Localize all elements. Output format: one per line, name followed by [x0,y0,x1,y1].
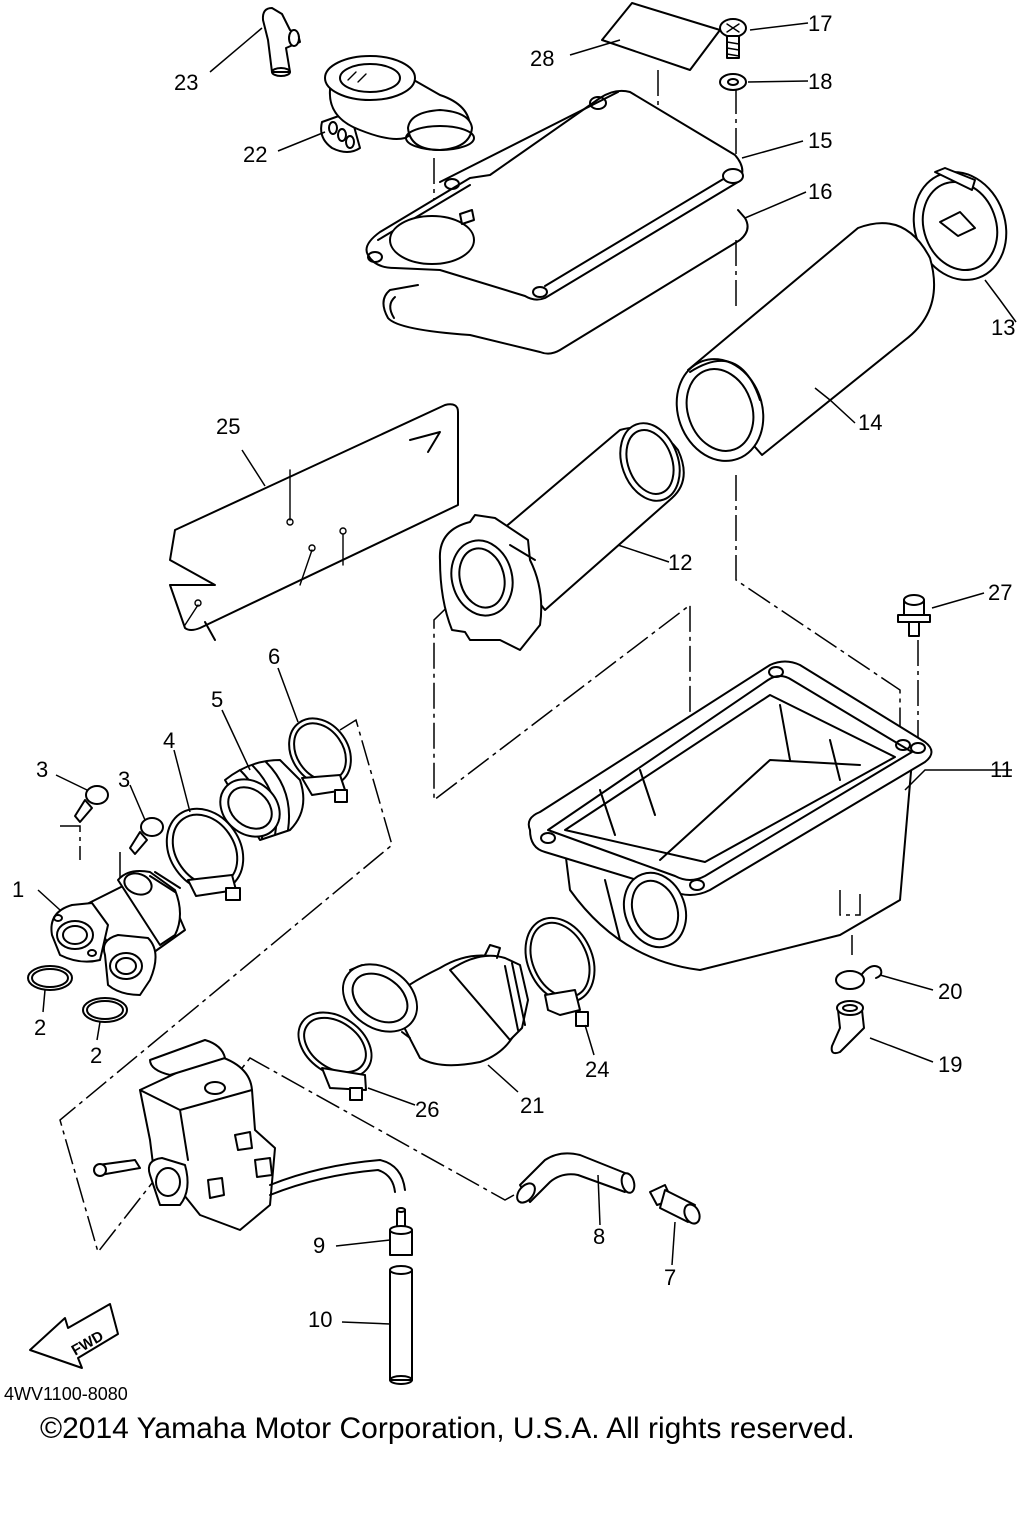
air-filter-part-14 [675,222,936,462]
callout-28: 28 [530,46,554,71]
airbox-cover-part-15 [365,89,744,301]
callout-3b: 3 [118,767,130,792]
bolt-part-27 [897,594,931,637]
clip-part-20 [835,965,883,990]
callout-3a: 3 [36,757,48,782]
bolt-part-3b [129,817,164,855]
callout-2b: 2 [90,1043,102,1068]
drain-part-19 [830,1000,865,1055]
fitting-part-9 [389,1207,413,1256]
callout-14: 14 [858,410,882,435]
assembly-lines [59,70,919,1254]
airbox-case-part-11 [527,660,933,971]
screw-part-17 [719,18,747,59]
hose-part-8 [516,1152,636,1204]
callout-labels: 1 2 2 3 3 4 5 6 7 8 9 10 11 12 13 14 15 … [12,11,1015,1332]
washer-part-18 [719,73,747,91]
heat-shield-part-25 [169,403,459,641]
callout-21: 21 [520,1093,544,1118]
plug-part-7 [649,1184,701,1225]
callout-5: 5 [211,687,223,712]
callout-17: 17 [808,11,832,36]
callout-23: 23 [174,70,198,95]
callout-15: 15 [808,128,832,153]
filter-guide-part-12 [438,422,685,651]
callout-18: 18 [808,69,832,94]
callout-13: 13 [991,315,1015,340]
callout-27: 27 [988,580,1012,605]
callout-19: 19 [938,1052,962,1077]
joint-part-22 [320,55,475,153]
oring-part-2a [27,965,73,991]
joint-part-5 [219,759,305,841]
callout-16: 16 [808,179,832,204]
callout-7: 7 [664,1265,676,1290]
callout-4: 4 [163,728,175,753]
callout-1: 1 [12,877,24,902]
callout-11: 11 [990,757,1013,782]
label-part-28 [601,2,721,71]
clamp-part-6 [288,717,352,803]
hose-part-10 [389,1265,413,1385]
diagram-code: 4WV1100-8080 [4,1384,128,1404]
callout-9: 9 [313,1233,325,1258]
callout-22: 22 [243,142,267,167]
callout-24: 24 [585,1057,609,1082]
carburetor-assembly [93,1039,406,1231]
clamp-part-4 [165,807,245,901]
callout-10: 10 [308,1307,332,1332]
leader-lines [37,22,1017,1325]
callout-20: 20 [938,979,962,1004]
callout-26: 26 [415,1097,439,1122]
bolt-part-3a [74,785,109,823]
callout-8: 8 [593,1224,605,1249]
callout-6: 6 [268,644,280,669]
callout-12: 12 [668,550,692,575]
breather-elbow-part-23 [261,7,301,77]
air-joint-part-21 [341,944,529,1067]
clamp-part-24 [524,916,596,1027]
gasket-part-16 [382,209,749,355]
copyright-notice: ©2014 Yamaha Motor Corporation, U.S.A. A… [40,1412,855,1445]
clamp-part-26 [297,1011,373,1101]
oring-part-2b [82,997,128,1023]
manifold-part-1 [50,870,186,996]
fwd-arrow-icon: FWD [29,1303,119,1369]
callout-25: 25 [216,414,240,439]
callout-2a: 2 [34,1015,46,1040]
cap-part-13 [912,167,1008,281]
